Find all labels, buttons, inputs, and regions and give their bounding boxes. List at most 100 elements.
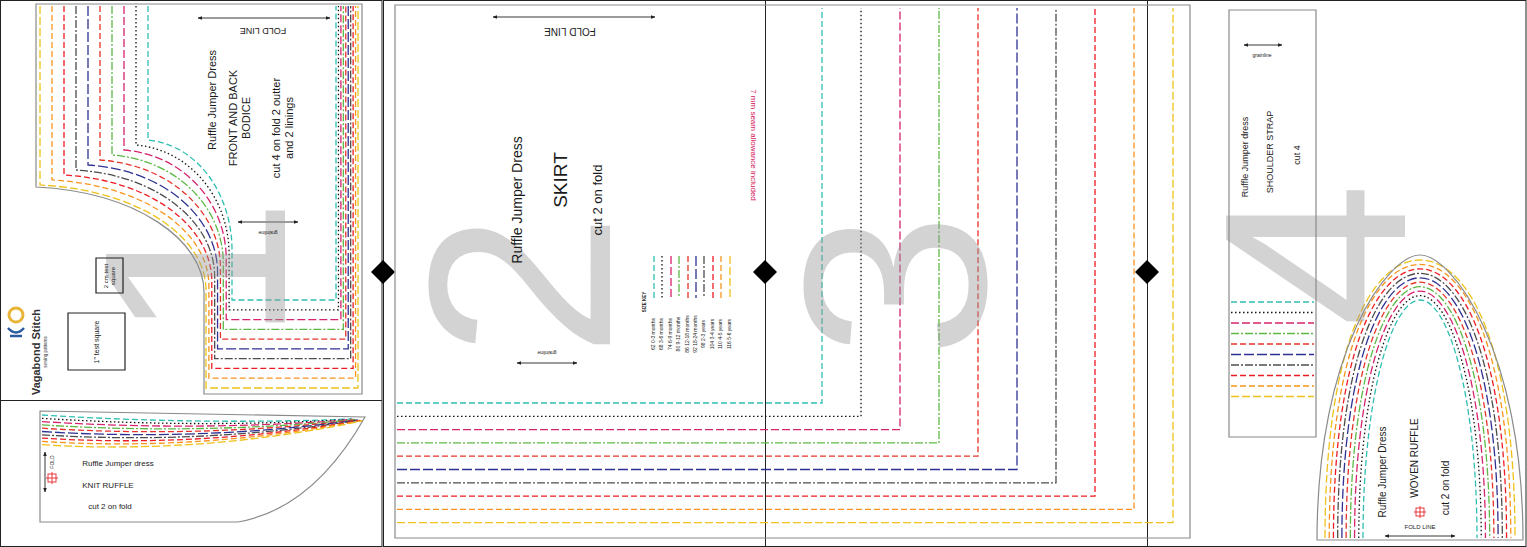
cut-line: [40, 411, 365, 522]
pattern-name: Ruffle Jumper dress: [1240, 92, 1250, 222]
legend-line: [695, 256, 696, 298]
grainline-label: grainline: [248, 229, 288, 235]
test-square: 1" test square: [68, 313, 125, 370]
legend-line: [662, 256, 663, 298]
size-line: [64, 6, 353, 368]
fold-arrow: [493, 17, 655, 18]
size-lines: [40, 6, 1515, 538]
piece-name: WOVEN RUFFLE: [1409, 408, 1421, 508]
registration-mark: [1420, 506, 1421, 518]
legend-text: 92 18-24 months: [693, 304, 699, 364]
page-frame: [384, 1, 1527, 547]
cutting-note: cut 4: [1292, 125, 1302, 185]
legend-sample: [660, 256, 664, 300]
piece-outline: [36, 4, 363, 395]
size-line: [1231, 354, 1314, 355]
logo-needle: [8, 328, 24, 336]
size-line: [40, 6, 358, 388]
size-line: [1231, 333, 1314, 334]
legend-title: SIZE KEY: [642, 287, 647, 317]
size-line: [42, 421, 363, 447]
bodice-piece: FOLD LINE Ruffle Jumper Dress FRONT AND BA…: [36, 4, 363, 395]
legend-sample: [694, 256, 698, 300]
size-line: [1231, 385, 1314, 386]
legend-line: [704, 256, 705, 298]
size-line: [1363, 300, 1477, 538]
size-line: [1231, 396, 1314, 397]
legend-sample: [728, 256, 732, 300]
piece-name: SKIRT: [550, 135, 572, 225]
legend-sample: [677, 256, 681, 300]
cut-line: [1317, 255, 1523, 540]
page-frame: [1, 1, 383, 547]
legend-sample: [702, 256, 706, 300]
size-line: [42, 421, 362, 444]
cut-line: [96, 258, 123, 293]
test-square: 2 cm test square: [96, 258, 123, 293]
seam-allowance-note: 7 mm seam allowance included: [748, 50, 757, 240]
cutting-note: cut 2 on fold: [591, 140, 606, 260]
legend-text: 116 5-6 years: [727, 304, 733, 364]
legend-line: [712, 256, 713, 298]
legend-line: [670, 256, 671, 298]
grainline-arrow: [517, 363, 577, 364]
fold-label: FOLD: [50, 452, 56, 472]
fold-label: FOLD LINE: [1400, 524, 1440, 531]
pattern-name: Ruffle Jumper dress: [63, 459, 173, 468]
size-line: [1355, 291, 1486, 538]
piece-outline: [1229, 10, 1316, 437]
registration-mark: [52, 472, 53, 484]
piece-name: KNIT RUFFLE: [63, 481, 153, 490]
registration-marks: [46, 472, 1426, 518]
size-line: [1231, 375, 1314, 376]
legend-sample: [711, 256, 715, 300]
brand-name: Vagabond Stitch: [30, 302, 43, 402]
fold-label: FOLD LINE: [525, 25, 615, 37]
shoulder-strap-piece: grainlineRuffle Jumper dress SHOULDER STR…: [1229, 10, 1316, 437]
cut-line: [68, 313, 125, 370]
legend-text: 110 4-5 years: [718, 304, 724, 364]
legend-text: 74 6-9 months: [668, 304, 674, 364]
pattern-name: Ruffle Jumper Dress: [1377, 417, 1389, 527]
piece-name: SHOULDER STRAP: [1265, 87, 1275, 217]
skirt-piece: FOLD LINE Ruffle Jumper Dress SKIRT cut 2 o…: [395, 5, 1191, 539]
fold-label: FOLD LINE: [223, 26, 303, 36]
fold-arrow: [1385, 536, 1455, 537]
page-divider: [0, 400, 382, 401]
legend-text: 62 0-3 months: [651, 304, 657, 364]
pattern-name: Ruffle Jumper Dress: [509, 110, 525, 290]
legend-text: 68 3-6 months: [660, 304, 666, 364]
grainline-label: grainline: [1242, 53, 1282, 59]
grainline-arrow: [1244, 45, 1282, 46]
cutting-note: cut 4 on fold 2 outter and 2 linings: [270, 73, 295, 183]
cutting-note: cut 2 on fold: [65, 502, 155, 511]
pattern-name: Ruffle Jumper Dress: [206, 40, 219, 160]
cut-line: [36, 4, 362, 394]
cut-line: [1229, 10, 1316, 437]
legend-text: 80 9-12 months: [676, 304, 682, 364]
legend-sample: [719, 256, 723, 300]
fold-arrow: [198, 18, 330, 19]
size-line: [1359, 296, 1481, 538]
piece-name: FRONT AND BACK BODICE: [227, 62, 252, 174]
legend-sample: [686, 256, 690, 300]
page-number: 4: [1185, 183, 1445, 328]
logo-swirl: [9, 308, 23, 322]
legend-line: [729, 256, 730, 298]
size-line: [1231, 364, 1314, 365]
logo-icon: [8, 308, 24, 336]
cutting-note: cut 2 on fold: [1440, 448, 1452, 528]
test-square-label: 2 cm test square: [103, 260, 117, 292]
size-line: [1231, 343, 1314, 344]
legend-sample: [669, 256, 673, 300]
legend-line: [687, 256, 688, 298]
join-diamond: [1135, 260, 1159, 284]
brand-tagline: sewing patterns: [43, 322, 48, 382]
legend-line: [721, 256, 722, 298]
legend-text: 86 12-18 months: [685, 304, 691, 364]
test-square-label: 1" test square: [92, 317, 100, 367]
